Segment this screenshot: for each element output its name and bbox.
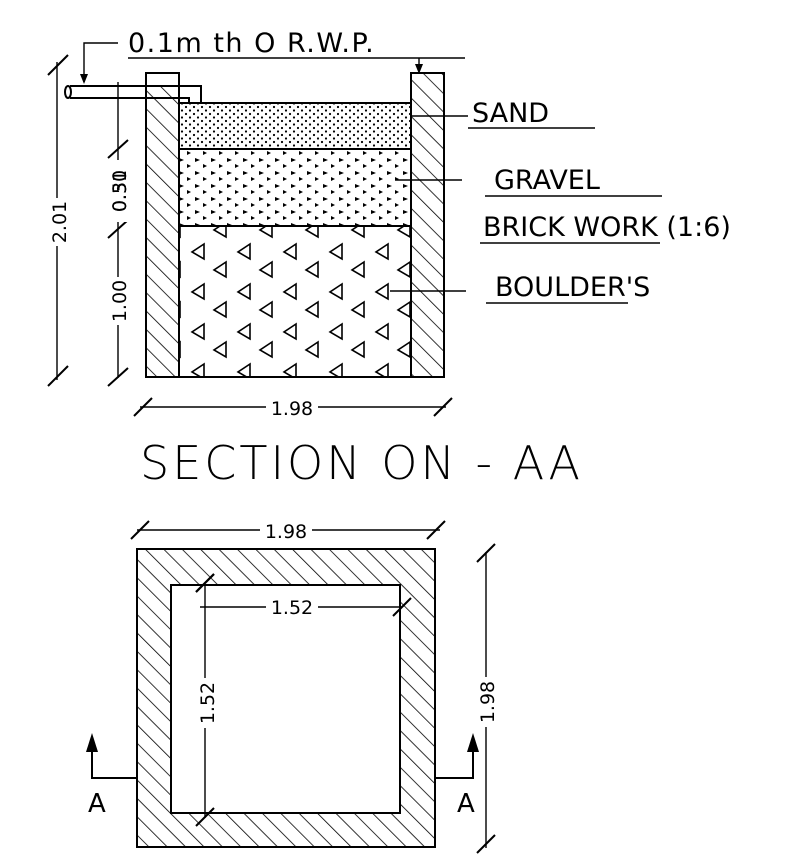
svg-text:1.00: 1.00 — [109, 280, 131, 322]
section-title: SECTION ON - AA — [140, 436, 583, 490]
left-wall — [145, 85, 180, 378]
label-brick-work: BRICK WORK (1:6) — [483, 212, 731, 243]
svg-text:1.98: 1.98 — [265, 521, 307, 543]
dim-boulder-height: 1.00 — [107, 230, 131, 387]
dim-total-height: 2.01 — [47, 54, 71, 387]
label-gravel: GRAVEL — [494, 165, 600, 196]
svg-text:1.98: 1.98 — [477, 681, 499, 723]
svg-text:1.52: 1.52 — [271, 597, 313, 619]
plan-view: 1.98 1.52 1.52 1.98 — [86, 519, 499, 854]
dim-section-width: 1.98 — [133, 396, 453, 420]
pipe-label-leader — [83, 42, 118, 82]
label-sand: SAND — [472, 98, 549, 129]
dim-top-layers: 0.30 0.51 — [107, 102, 131, 239]
dim-plan-inner-height: 1.52 — [195, 573, 219, 827]
inlet-pipe — [64, 82, 202, 103]
dim-plan-inner-width: 1.52 — [195, 573, 412, 619]
dim-plan-outer-width: 1.98 — [130, 519, 446, 543]
left-wall-coping — [145, 72, 180, 87]
svg-text:A: A — [88, 789, 106, 819]
section-mark-right: A — [435, 733, 479, 819]
svg-text:0.30: 0.30 — [109, 170, 131, 212]
label-boulders: BOULDER'S — [495, 272, 650, 303]
svg-text:1.98: 1.98 — [271, 398, 313, 420]
svg-text:1.52: 1.52 — [197, 682, 219, 724]
plan-wall — [136, 548, 436, 848]
svg-text:2.01: 2.01 — [49, 201, 71, 243]
gravel-layer — [178, 148, 412, 227]
dim-plan-outer-height: 1.98 — [476, 543, 499, 854]
sand-layer — [178, 102, 412, 150]
svg-text:0.51: 0.51 — [109, 170, 131, 212]
right-wall — [410, 72, 445, 378]
section-view: 0.1m th O R.W.P. SAND GRAVEL BRICK WORK … — [47, 28, 731, 490]
boulder-layer — [178, 225, 412, 378]
section-mark-left: A — [86, 733, 137, 819]
svg-text:A: A — [457, 789, 475, 819]
pipe-label: 0.1m th O R.W.P. — [128, 28, 375, 59]
